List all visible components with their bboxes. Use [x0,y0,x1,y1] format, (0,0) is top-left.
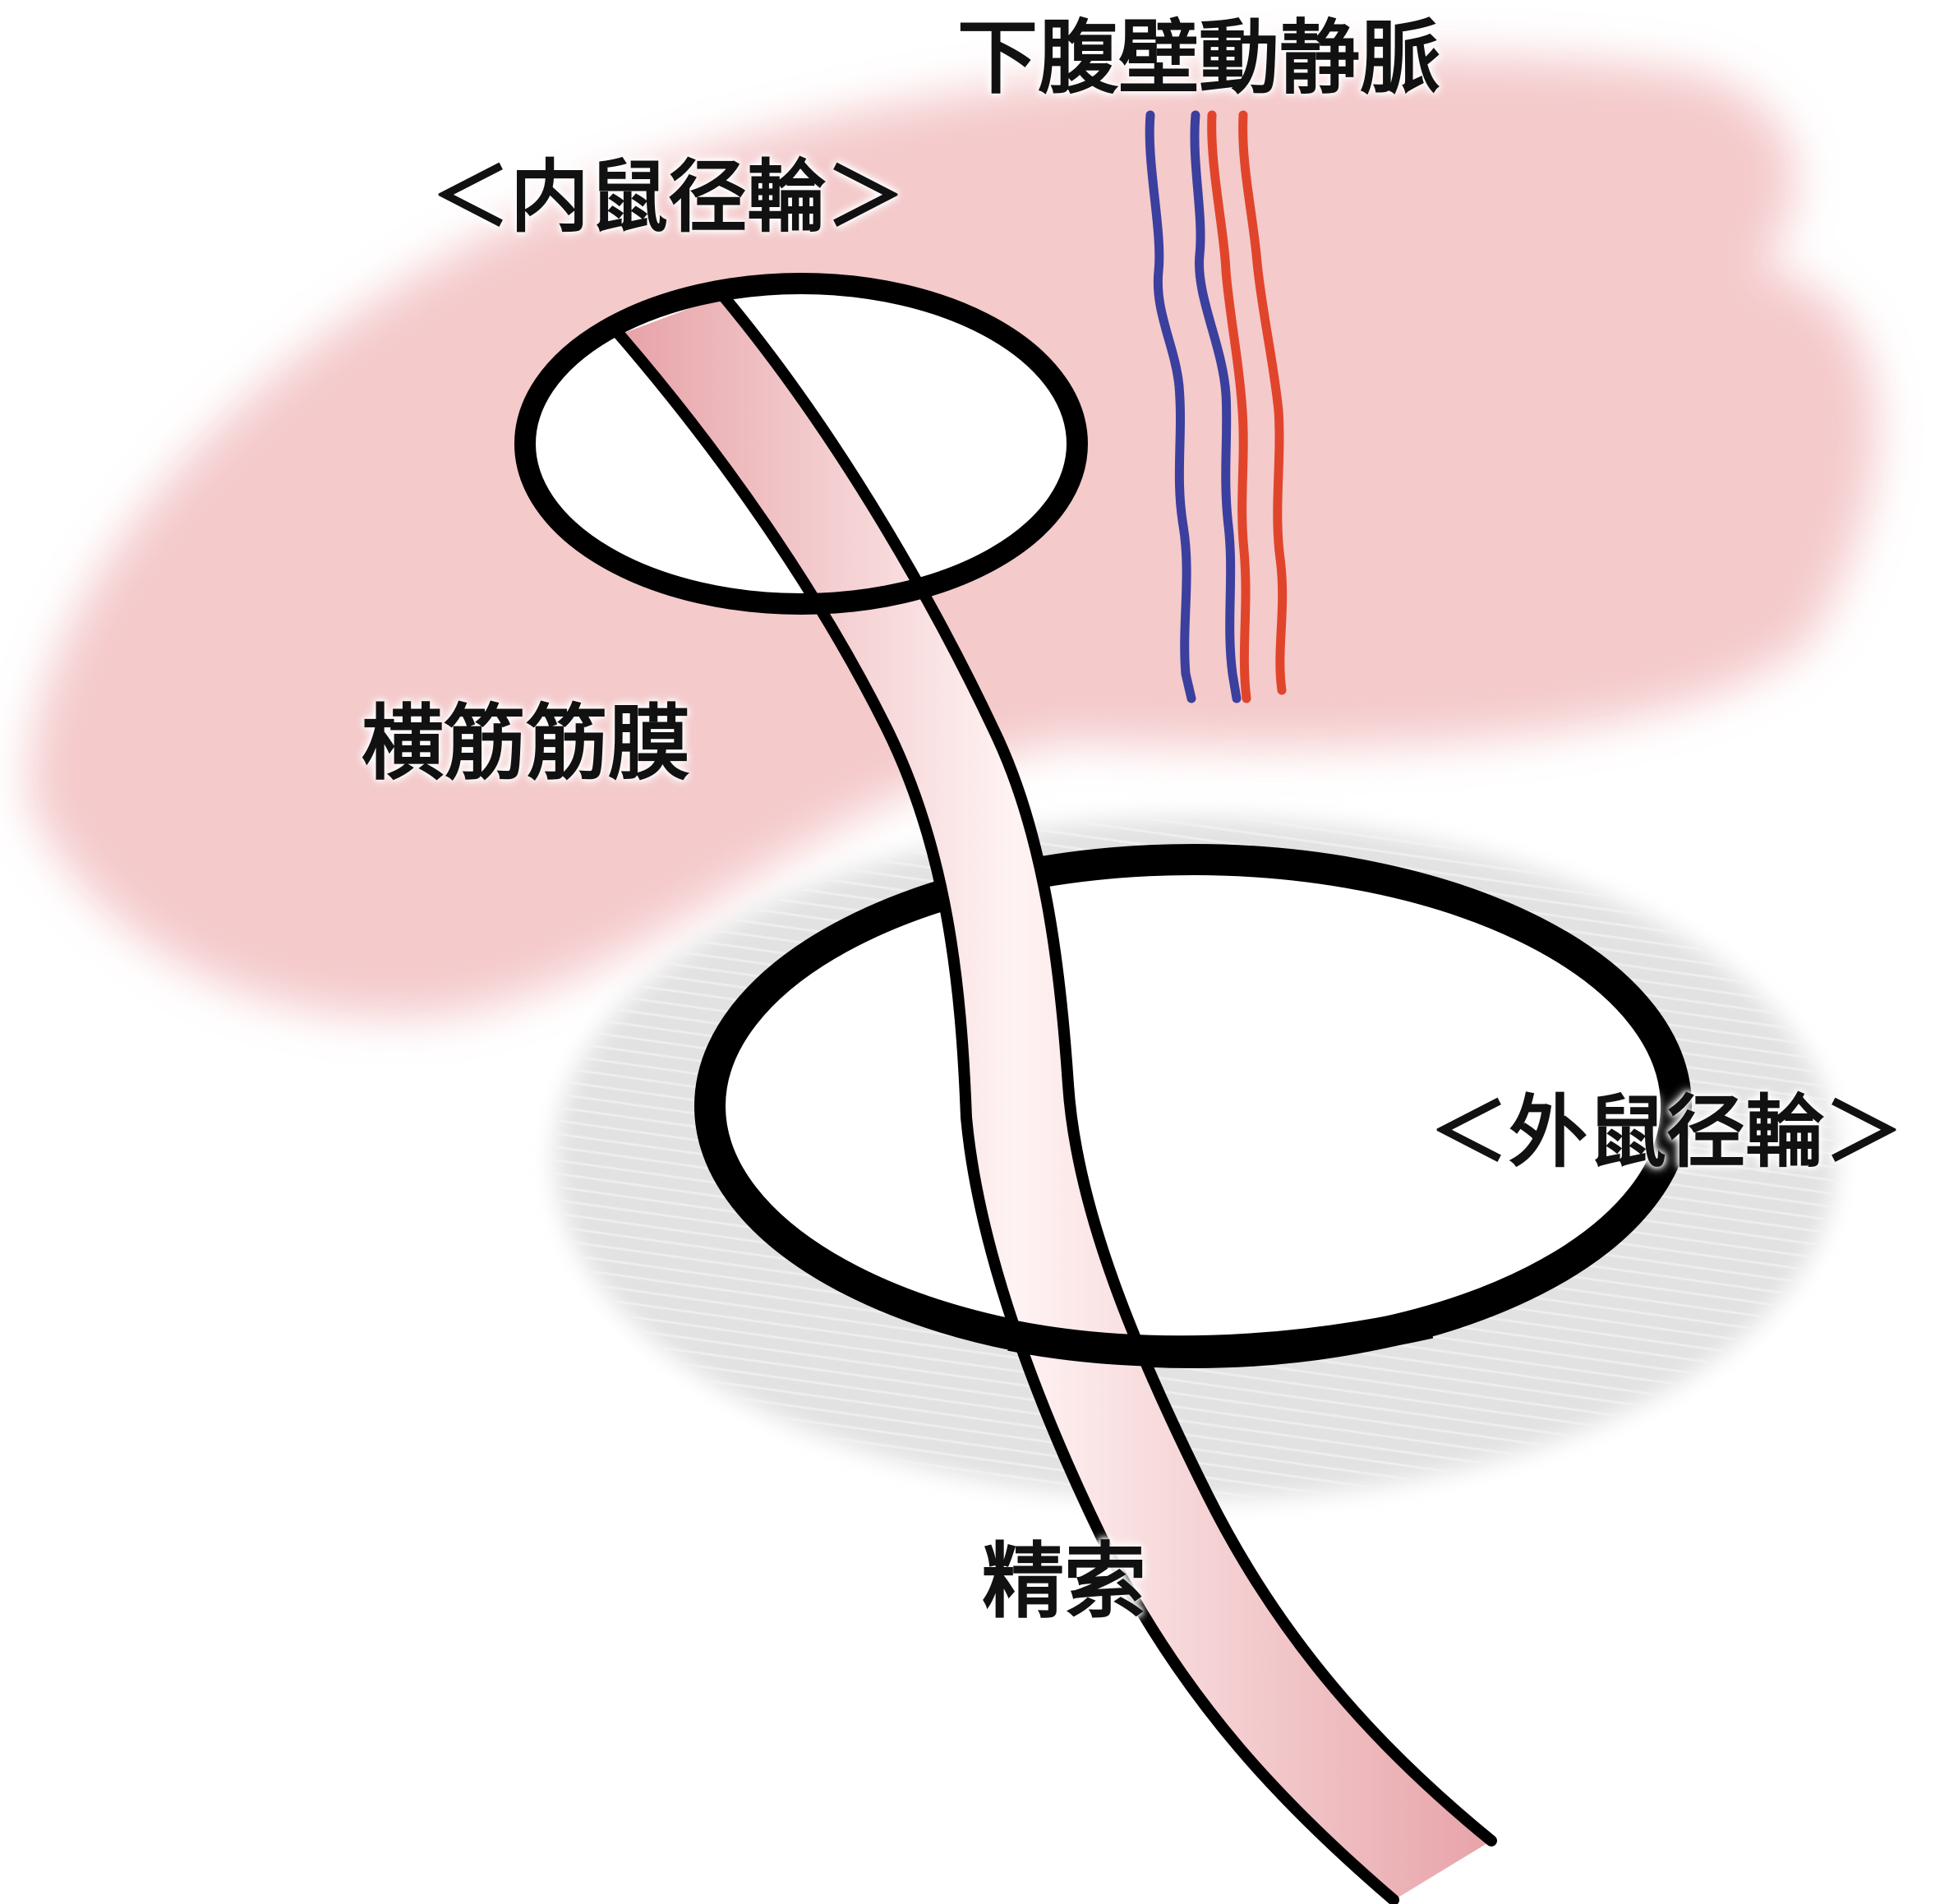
artery-right [1238,110,1288,695]
inferior-epigastric-vessels [1145,110,1288,703]
label-spermatic-cord: 精索 [982,1533,1146,1630]
label-internal-inguinal-ring: ＜内鼠径輪＞ [431,151,905,243]
vein-left [1145,110,1196,703]
label-inferior-epigastric-vessels: 下腹壁動静脈 [957,12,1441,105]
external-ring-front-arc [1007,1307,1434,1367]
internal-ring-outline [514,273,1088,615]
artery-left [1207,110,1251,703]
label-external-inguinal-ring: ＜外鼠径輪＞ [1430,1086,1903,1178]
label-transversalis-fascia: 横筋筋膜 [362,695,690,791]
vein-right [1190,110,1242,703]
